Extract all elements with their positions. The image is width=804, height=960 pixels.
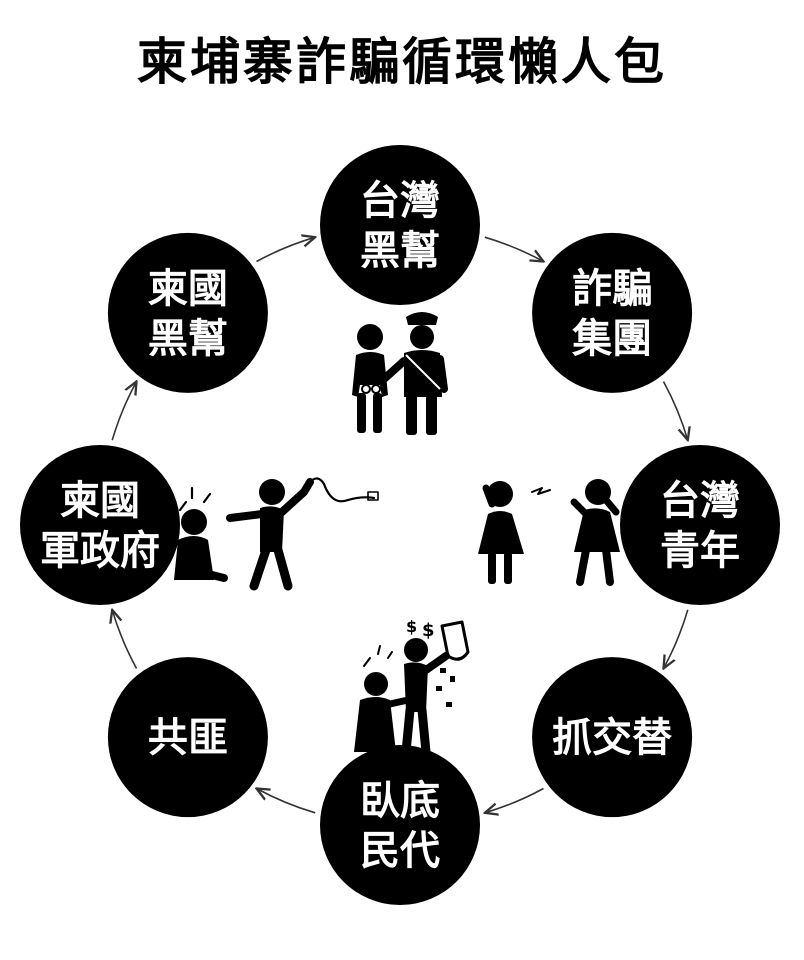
- node-circle: [320, 145, 480, 305]
- node-label: 抓交替: [552, 715, 672, 761]
- node-circle: [532, 657, 693, 818]
- svg-text:$: $: [422, 620, 435, 641]
- node-label: 臥底: [360, 778, 440, 824]
- node-label: 軍政府: [40, 528, 160, 574]
- svg-text:$: $: [406, 617, 417, 636]
- node-label: 台灣: [360, 178, 440, 224]
- cycle-arrow: [485, 787, 544, 813]
- node-circle: [107, 657, 268, 818]
- node-label: 民代: [360, 828, 440, 874]
- bribe-scene-icon: $ $: [354, 617, 470, 757]
- node-label: 柬國: [60, 478, 140, 524]
- node-circle: [532, 232, 693, 393]
- cycle-arrow: [484, 236, 544, 261]
- node-label: 台灣: [660, 478, 740, 524]
- page-title: 柬埔寨詐騙循環懶人包: [137, 33, 667, 91]
- cycle-arrow: [256, 237, 316, 263]
- cycle-arrow: [112, 610, 138, 669]
- node-label: 柬國: [148, 266, 228, 312]
- node-swap-arrest: 抓交替: [532, 657, 693, 818]
- node-communist-bandits: 共匪: [107, 657, 268, 818]
- node-label: 青年: [660, 528, 740, 574]
- node-circle: [20, 445, 180, 605]
- node-label: 黑幫: [360, 228, 440, 274]
- arrest-scene-icon: [352, 312, 448, 435]
- node-circle: [620, 445, 780, 605]
- cycle-arrow: [662, 381, 688, 441]
- phone-call-scene-icon: [478, 479, 620, 586]
- node-circle: [320, 745, 480, 905]
- node-circle: [107, 232, 268, 393]
- cycle-arrow: [664, 609, 689, 669]
- node-label: 共匪: [148, 715, 228, 761]
- whip-scene-icon: [174, 477, 379, 591]
- node-label: 黑幫: [148, 316, 228, 362]
- cycle-arrows: [112, 237, 688, 813]
- node-label: 集團: [571, 316, 652, 362]
- cycle-arrow: [111, 382, 136, 441]
- node-label: 詐騙: [572, 266, 652, 312]
- cycle-arrow: [257, 789, 316, 814]
